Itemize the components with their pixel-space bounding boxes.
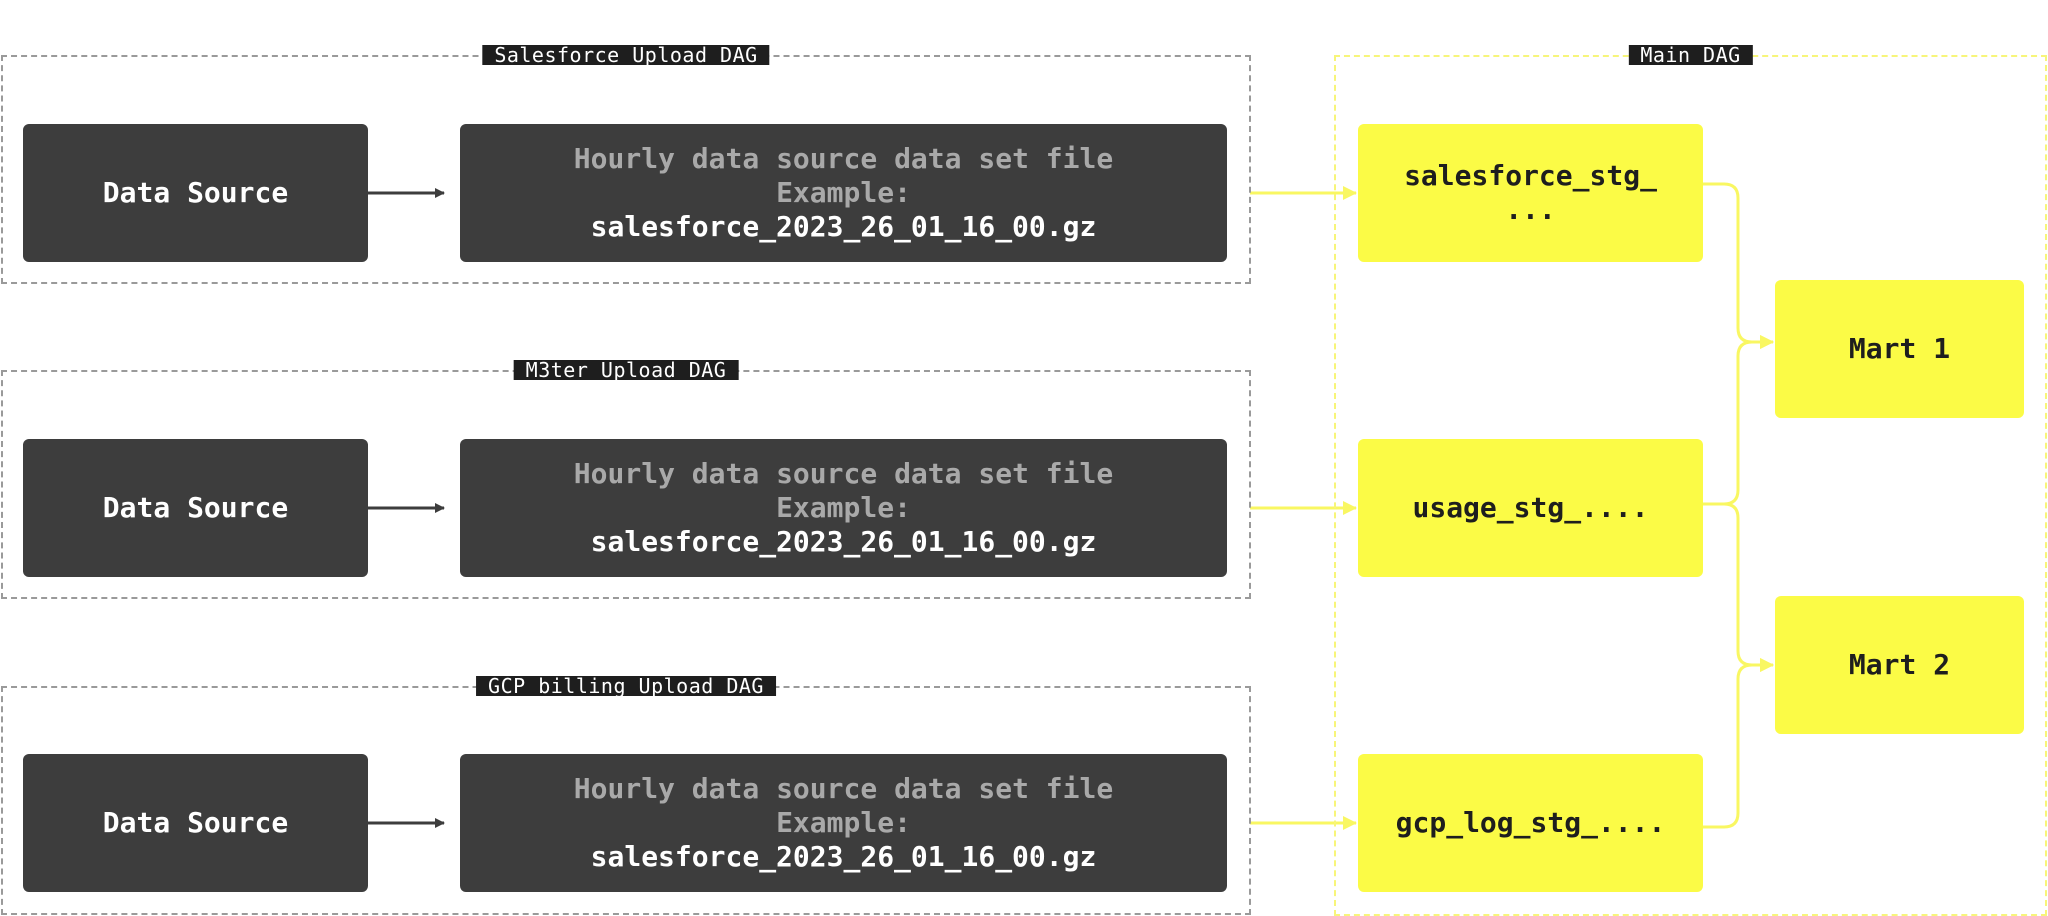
group-m3ter-upload-dag: M3ter Upload DAG bbox=[1, 360, 1251, 599]
node-data-source-1[interactable]: Data Source bbox=[23, 124, 368, 262]
file-description: Hourly data source data set file bbox=[573, 457, 1114, 490]
node-label: Data Source bbox=[102, 491, 289, 524]
node-label: Mart 2 bbox=[1848, 648, 1951, 681]
file-description: Hourly data source data set file bbox=[573, 142, 1114, 175]
node-hourly-file-3[interactable]: Hourly data source data set file Example… bbox=[460, 754, 1227, 892]
node-label-continuation: ... bbox=[1505, 193, 1556, 226]
group-title: Main DAG bbox=[1628, 45, 1753, 65]
node-gcp-log-stg[interactable]: gcp_log_stg_.... bbox=[1358, 754, 1703, 892]
node-label: gcp_log_stg_.... bbox=[1395, 806, 1666, 839]
group-main-dag: Main DAG bbox=[1334, 45, 2047, 916]
file-example-label: Example: bbox=[776, 806, 911, 839]
file-example-name: salesforce_2023_26_01_16_00.gz bbox=[590, 840, 1097, 873]
group-gcp-billing-upload-dag: GCP billing Upload DAG bbox=[1, 676, 1251, 915]
node-data-source-3[interactable]: Data Source bbox=[23, 754, 368, 892]
node-label: salesforce_stg_ bbox=[1404, 159, 1657, 192]
node-mart-2[interactable]: Mart 2 bbox=[1775, 596, 2024, 734]
group-title: M3ter Upload DAG bbox=[513, 360, 739, 380]
group-title: Salesforce Upload DAG bbox=[482, 45, 770, 65]
node-label: Data Source bbox=[102, 806, 289, 839]
file-example-label: Example: bbox=[776, 491, 911, 524]
node-hourly-file-2[interactable]: Hourly data source data set file Example… bbox=[460, 439, 1227, 577]
node-label: usage_stg_.... bbox=[1412, 491, 1649, 524]
file-description: Hourly data source data set file bbox=[573, 772, 1114, 805]
group-salesforce-upload-dag: Salesforce Upload DAG bbox=[1, 45, 1251, 284]
node-mart-1[interactable]: Mart 1 bbox=[1775, 280, 2024, 418]
group-title: GCP billing Upload DAG bbox=[476, 676, 776, 696]
node-hourly-file-1[interactable]: Hourly data source data set file Example… bbox=[460, 124, 1227, 262]
edge-stg3-mart2 bbox=[1703, 658, 1774, 829]
node-label: Data Source bbox=[102, 176, 289, 209]
file-example-name: salesforce_2023_26_01_16_00.gz bbox=[590, 525, 1097, 558]
node-label: Mart 1 bbox=[1848, 332, 1951, 365]
file-example-label: Example: bbox=[776, 176, 911, 209]
node-data-source-2[interactable]: Data Source bbox=[23, 439, 368, 577]
node-salesforce-stg[interactable]: salesforce_stg_ ... bbox=[1358, 124, 1703, 262]
file-example-name: salesforce_2023_26_01_16_00.gz bbox=[590, 210, 1097, 243]
node-usage-stg[interactable]: usage_stg_.... bbox=[1358, 439, 1703, 577]
